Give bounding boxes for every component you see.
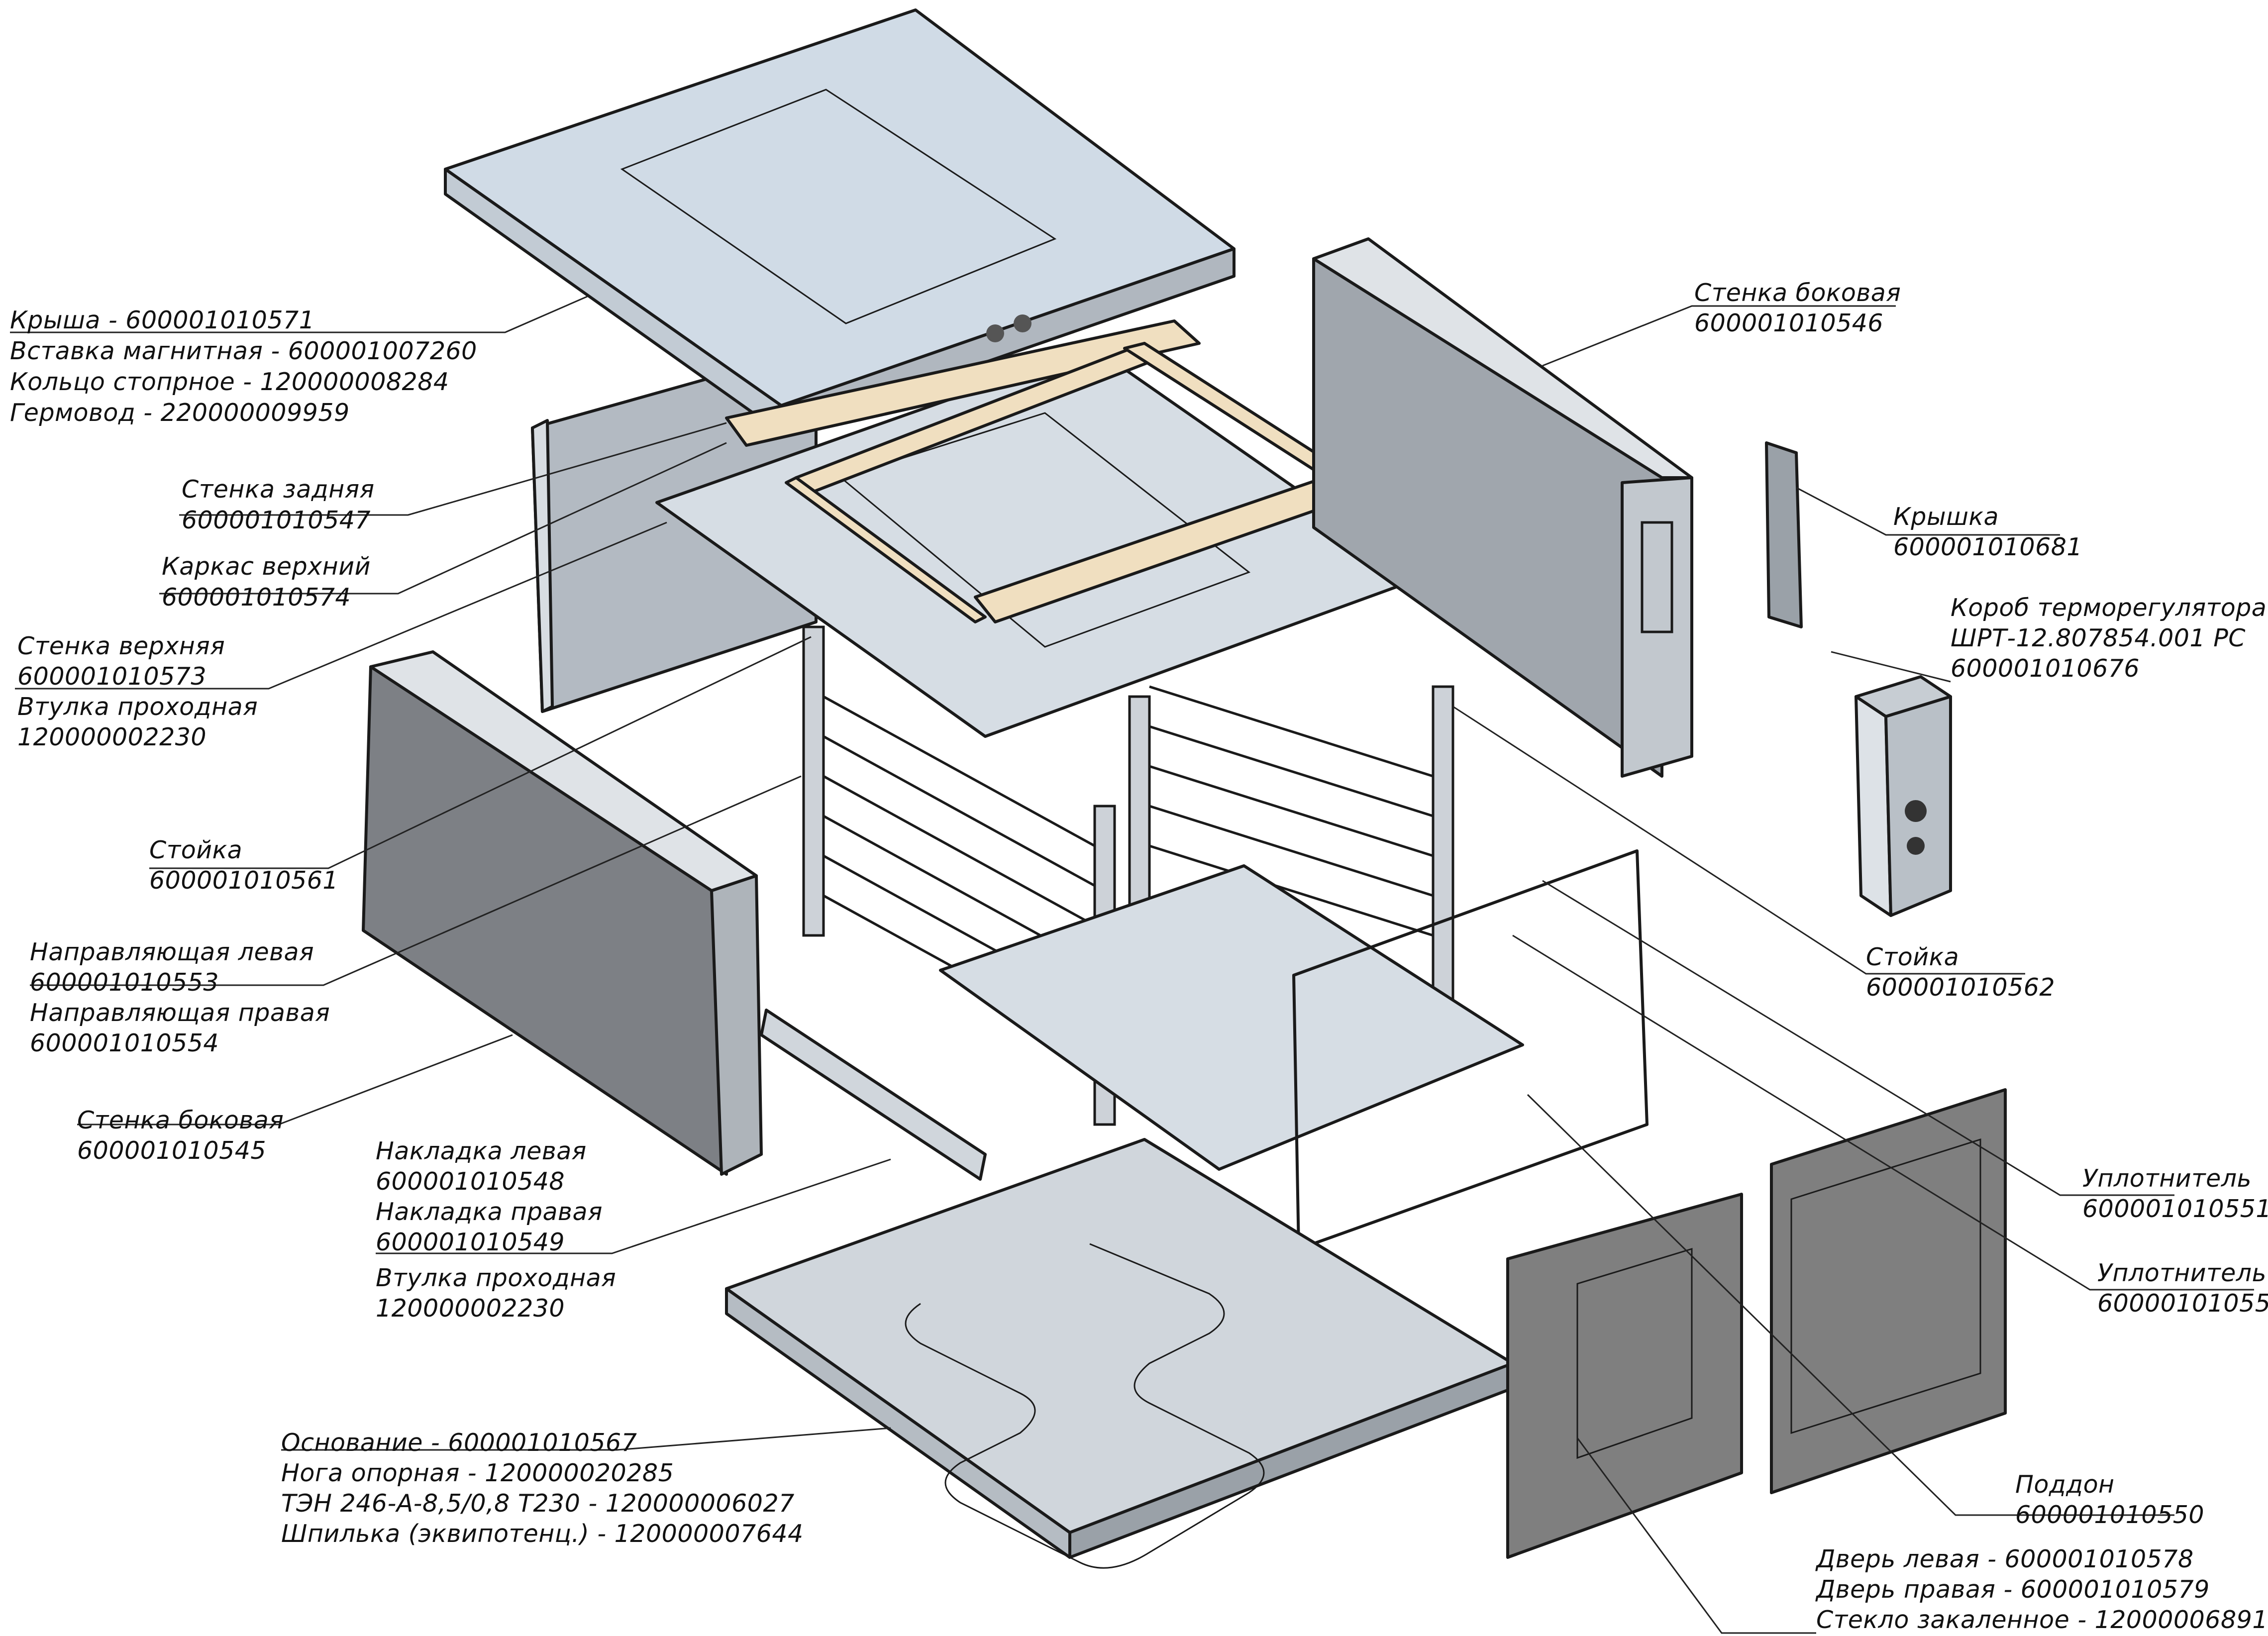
thermoregulator-box-part [1855, 675, 1952, 917]
callout-post-right-line-2: 600001010562 [1866, 973, 2055, 1002]
callout-side-right-line-1: Стенка боковая [1694, 279, 1901, 307]
leader-cover [1796, 487, 2060, 536]
leader-lines [10, 296, 2254, 1634]
right-side-wall-part [1312, 237, 1693, 778]
leader-base [281, 1427, 891, 1451]
callout-seal-2-line-1: Уплотнитель [2097, 1259, 2267, 1287]
callout-tray-line-2: 600001010550 [2015, 1501, 2204, 1529]
callout-seal-1-line-1: Уплотнитель [2082, 1164, 2252, 1193]
callout-trims-line-2: 600001010548 [376, 1167, 565, 1196]
callout-cover-line-2: 600001010681 [1893, 533, 2082, 561]
callout-thermo-box-line-2: ШРТ-12.807854.001 РС [1951, 624, 2246, 652]
roof-part [444, 8, 1236, 434]
callout-base-line-4: Шпилька (эквипотенц.) - 120000007644 [281, 1520, 804, 1548]
leader-doors [1576, 1437, 1816, 1634]
callout-guides-line-1: Направляющая левая [30, 938, 314, 966]
callout-top-frame-line-2: 600001010574 [162, 583, 351, 612]
left-side-wall-part [362, 650, 763, 1176]
leader-trims [376, 1158, 891, 1254]
callout-base-line-2: Нога опорная - 120000020285 [281, 1459, 674, 1487]
right-door-part [1770, 1088, 2007, 1494]
callout-seal-2-line-2: 600001010552 [2097, 1289, 2268, 1318]
leader-guides [30, 775, 802, 986]
callout-guides-line-2: 600001010553 [30, 968, 219, 997]
callout-guides-line-4: 600001010554 [30, 1029, 219, 1057]
callout-top-wall-line-2: 600001010573 [17, 662, 206, 691]
callout-labels: Крыша - 600001010571 Вставка магнитная -… [10, 279, 2268, 1634]
leader-side-right [1542, 305, 1896, 367]
callout-base-line-1: Основание - 600001010567 [281, 1429, 637, 1457]
leader-seal-1 [1542, 880, 2174, 1196]
callout-roof-line-1: Крыша - 600001010571 [10, 306, 314, 334]
callout-trims-line-6: 120000002230 [376, 1294, 565, 1323]
callout-trims-line-1: Накладка левая [376, 1137, 587, 1165]
callout-side-left-line-1: Стенка боковая [77, 1106, 284, 1134]
callout-post-left-line-1: Стойка [149, 836, 242, 864]
callout-trims-line-3: Накладка правая [376, 1198, 603, 1226]
callout-trims-line-5: Втулка проходная [376, 1264, 616, 1292]
callout-thermo-box-line-1: Короб терморегулятора [1951, 594, 2267, 622]
callout-seal-1-line-2: 600001010551 [2082, 1195, 2268, 1223]
leader-back-wall [179, 422, 727, 516]
callout-back-wall-line-1: Стенка задняя [182, 475, 375, 504]
callout-top-frame-line-1: Каркас верхний [162, 552, 371, 581]
callout-tray-line-1: Поддон [2015, 1470, 2115, 1499]
callout-top-wall-line-4: 120000002230 [17, 723, 206, 751]
tray-part [939, 864, 1524, 1171]
cover-part [1765, 441, 1803, 628]
callout-roof-line-4: Гермовод - 220000009959 [10, 399, 350, 427]
callout-side-left-line-2: 600001010545 [77, 1136, 266, 1165]
callout-base-line-3: ТЭН 246-А-8,5/0,8 Т230 - 120000006027 [281, 1489, 795, 1518]
callout-trims-line-4: 600001010549 [376, 1228, 565, 1256]
leader-tray [1527, 1094, 2174, 1516]
callout-top-wall-line-3: Втулка проходная [17, 693, 258, 721]
seal-part [1292, 849, 1649, 1250]
callout-roof-line-2: Вставка магнитная - 600001007260 [10, 337, 477, 365]
leader-side-left [77, 1034, 513, 1125]
callout-thermo-box-line-3: 600001010676 [1951, 654, 2140, 683]
leader-top-frame [159, 442, 727, 595]
callout-doors-line-1: Дверь левая - 600001010578 [1815, 1545, 2194, 1573]
leader-thermo-box [1831, 651, 1951, 683]
leader-post-left [149, 636, 812, 869]
callout-back-wall-line-2: 600001010547 [182, 506, 371, 534]
callout-doors-line-2: Дверь правая - 600001010579 [1815, 1575, 2210, 1604]
callout-post-left-line-2: 600001010561 [149, 866, 338, 895]
leader-seal-2 [1512, 934, 2254, 1291]
leader-top-wall [15, 521, 667, 690]
leader-roof [10, 296, 588, 333]
callout-top-wall-line-1: Стенка верхняя [17, 632, 225, 660]
callout-post-right-line-1: Стойка [1866, 943, 1959, 971]
callout-doors-line-3: Стекло закаленное - 120000068915 [1816, 1606, 2268, 1634]
base-part [725, 1138, 1514, 1569]
callout-guides-line-3: Направляющая правая [30, 999, 330, 1027]
lower-trim-part [760, 1009, 987, 1181]
left-door-part [1506, 1193, 1743, 1559]
callout-cover-line-1: Крышка [1893, 503, 1999, 531]
callout-roof-line-3: Кольцо стопрное - 120000008284 [10, 368, 449, 396]
parts-drawing [362, 8, 2007, 1569]
callout-side-right-line-2: 600001010546 [1694, 309, 1883, 337]
leader-post-right [1452, 706, 2025, 975]
